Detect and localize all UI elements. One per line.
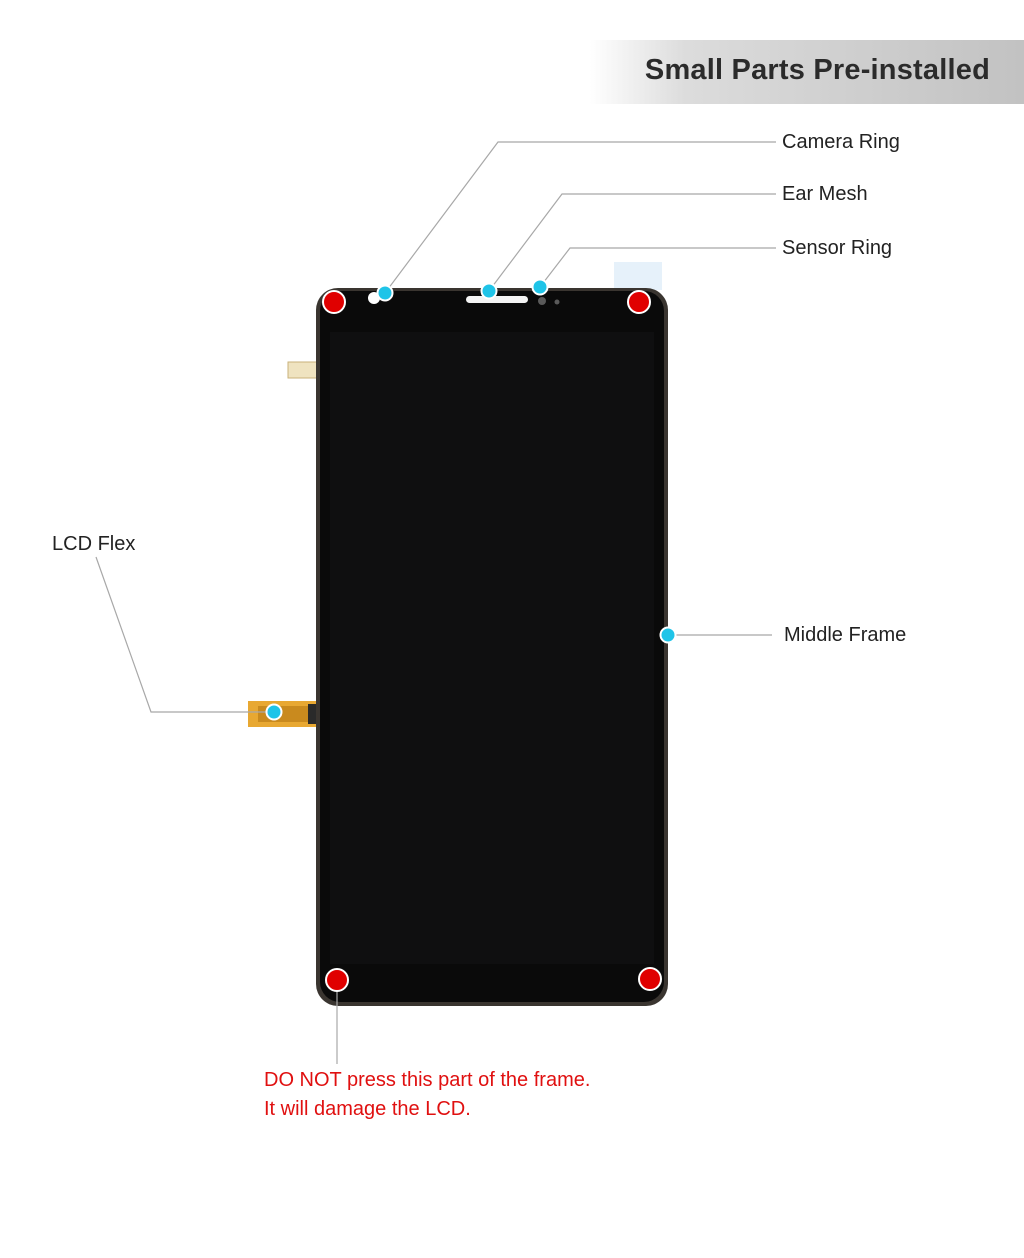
- marker-ear-mesh: [482, 284, 497, 299]
- sensor-dot-2: [555, 300, 560, 305]
- sensor-dot-1: [538, 297, 546, 305]
- warning-line-2: It will damage the LCD.: [264, 1095, 590, 1124]
- marker-lcd-flex: [267, 705, 282, 720]
- upper-flex-tab: [288, 362, 318, 378]
- earpiece-slot: [466, 296, 528, 303]
- marker-warning-bottom-right: [639, 968, 661, 990]
- label-sensor-ring: Sensor Ring: [782, 237, 892, 260]
- marker-warning-bottom-left: [326, 969, 348, 991]
- marker-camera-ring: [378, 286, 393, 301]
- warning-line-1: DO NOT press this part of the frame.: [264, 1066, 590, 1095]
- screen-inner-area: [330, 332, 654, 964]
- label-ear-mesh: Ear Mesh: [782, 183, 868, 206]
- marker-middle-frame: [661, 628, 676, 643]
- marker-warning-top-right: [628, 291, 650, 313]
- marker-sensor-ring: [533, 280, 548, 295]
- leader-lcd-flex: [96, 557, 274, 712]
- lcd-flex-contacts: [258, 706, 308, 722]
- protective-film: [614, 262, 662, 290]
- warning-note: DO NOT press this part of the frame. It …: [264, 1066, 590, 1124]
- leader-camera-ring: [385, 142, 776, 293]
- label-lcd-flex: LCD Flex: [52, 533, 135, 556]
- marker-warning-top-left: [323, 291, 345, 313]
- label-middle-frame: Middle Frame: [784, 624, 906, 647]
- label-camera-ring: Camera Ring: [782, 131, 900, 154]
